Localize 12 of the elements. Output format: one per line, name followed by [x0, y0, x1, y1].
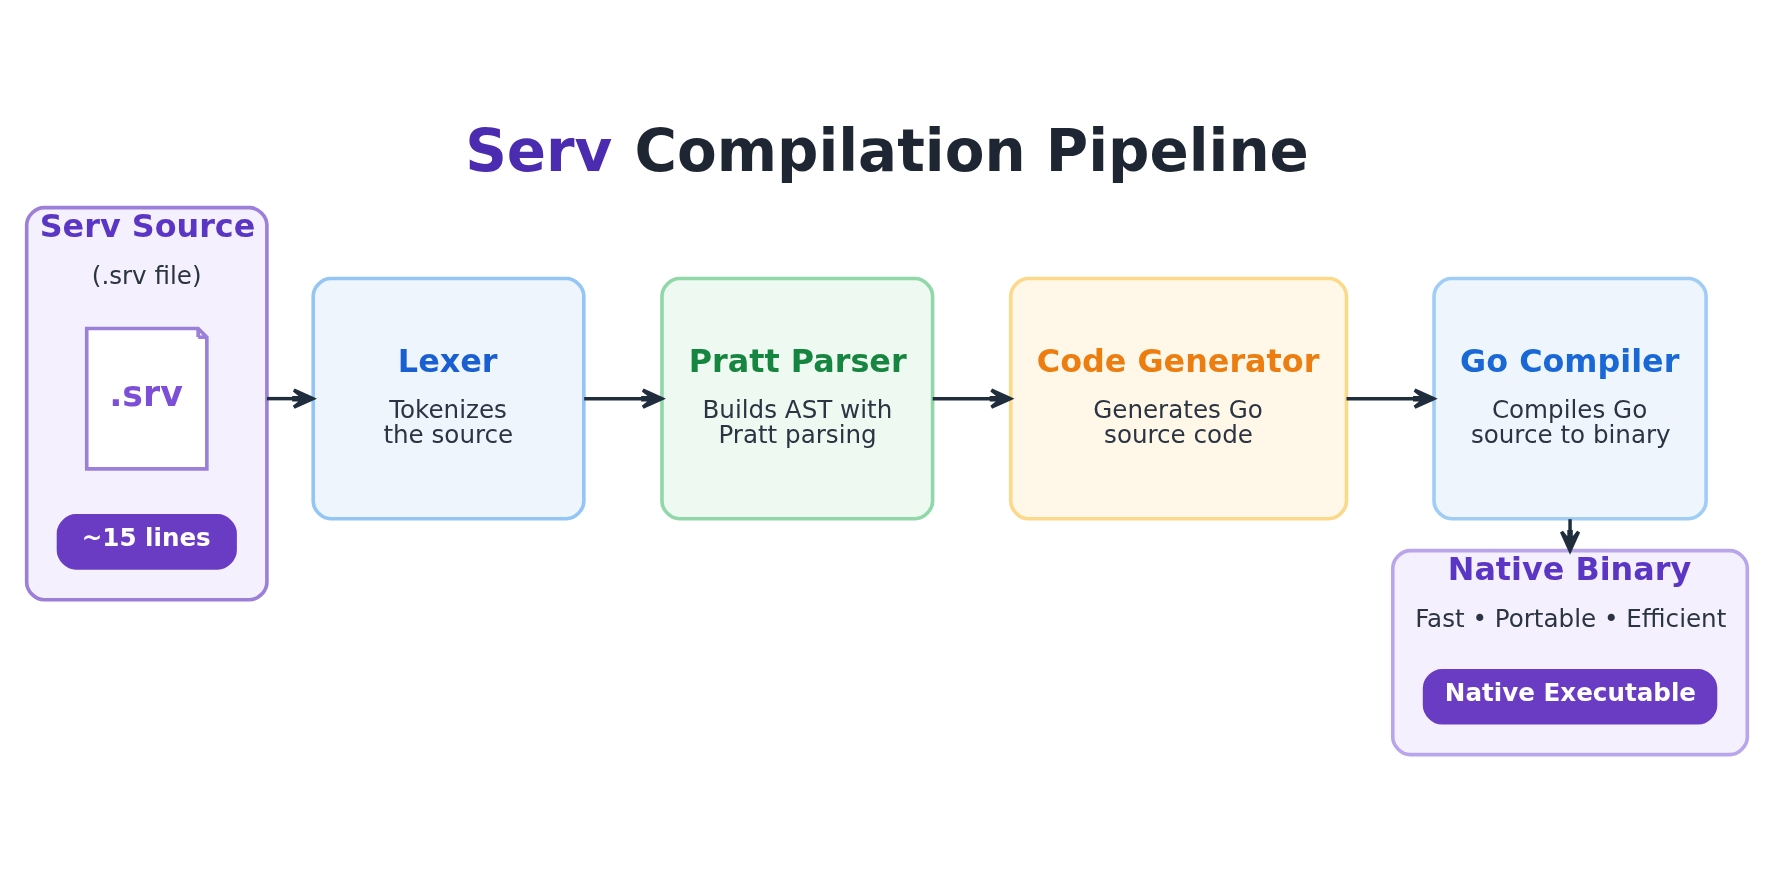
node-box: Go Compiler Compiles Go source to binary [1432, 276, 1708, 521]
diagram-title: Serv Compilation Pipeline [465, 117, 1309, 186]
node-box: Lexer Tokenizes the source [311, 276, 586, 521]
arrow [584, 388, 664, 409]
node-box: Pratt Parser Builds AST with Pratt parsing [660, 276, 935, 521]
arrow [266, 388, 315, 409]
node-box: Code Generator Generates Go source code [1008, 276, 1349, 521]
node-box: Native Executable [1422, 668, 1718, 725]
arrow [1559, 519, 1581, 553]
arrow [1346, 388, 1436, 409]
arrow [932, 388, 1012, 409]
node-box: ~15 lines [56, 514, 237, 570]
